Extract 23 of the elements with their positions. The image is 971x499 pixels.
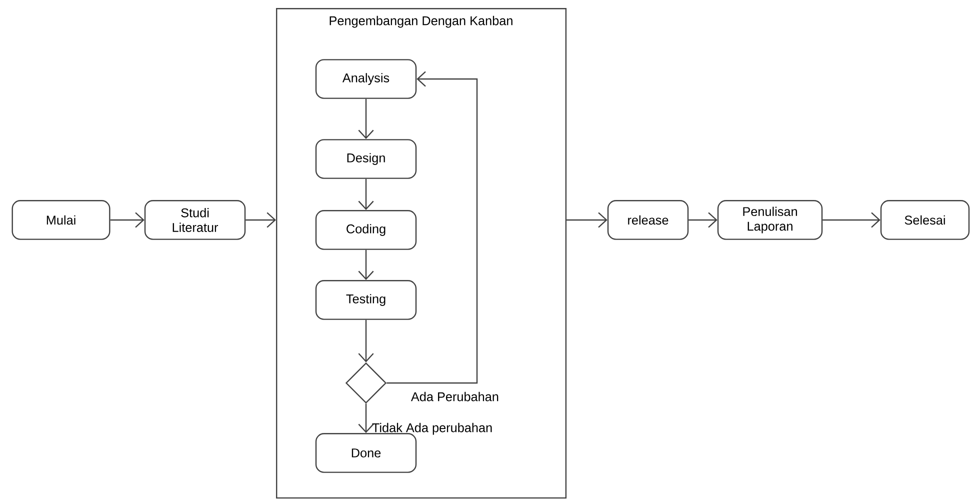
arrow	[358, 178, 374, 210]
arrow	[358, 404, 374, 434]
arrow	[566, 212, 608, 228]
process-box: Done	[315, 433, 417, 473]
edge-label: Tidak Ada perubahan	[372, 422, 492, 435]
process-box: release	[607, 200, 689, 240]
edge-label: Ada Perubahan	[410, 392, 498, 402]
process-box: Studi Literatur	[144, 200, 246, 240]
process-box: Analysis	[315, 59, 417, 99]
process-box: Penulisan Laporan	[717, 200, 823, 240]
arrow	[822, 212, 880, 228]
process-box: Testing	[315, 280, 417, 320]
process-box: Mulai	[12, 200, 110, 240]
arrow	[688, 212, 718, 228]
arrow	[358, 320, 374, 362]
process-box: Design	[315, 139, 417, 179]
arrow	[358, 98, 374, 140]
process-box: Selesai	[880, 200, 970, 240]
arrow	[386, 71, 478, 384]
arrow	[246, 212, 276, 228]
process-box: Coding	[315, 210, 417, 250]
arrow	[110, 212, 144, 228]
arrow	[358, 250, 374, 280]
